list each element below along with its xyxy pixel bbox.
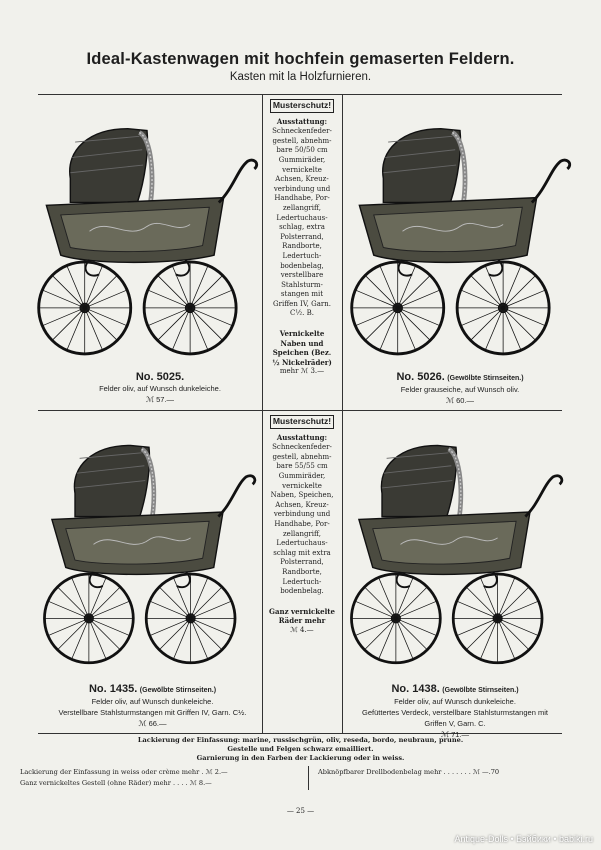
product-5025: No. 5025. Felder oliv, auf Wunsch dunkel…	[60, 372, 260, 405]
equipment-line: zellangriff,	[282, 203, 321, 212]
option-note-line: Räder mehr	[278, 616, 326, 626]
product-number: No. 5026.	[396, 371, 445, 383]
equipment-line: Naben, Speichen,	[270, 491, 334, 500]
product-price: ℳ 57.—	[145, 395, 175, 404]
equipment-line: Gummiräder,	[278, 155, 326, 164]
equipment-line: bodenbelag,	[280, 261, 324, 270]
equipment-line: Gummiräder,	[278, 471, 326, 480]
option-note-line: Naben und	[280, 338, 324, 348]
equipment-line: Griffen IV, Garn.	[273, 299, 331, 308]
product-description: Griffen V, Garn. C.	[424, 719, 486, 728]
option-note-line: Speichen (Bez.	[272, 348, 332, 358]
equipment-line: gestell, abnehm-	[272, 452, 332, 461]
equipment-line: Handhabe, Por-	[274, 194, 330, 203]
extras-right: Abknöpfbarer Drellbodenbelag mehr . . . …	[318, 767, 583, 778]
equipment-line: Handhabe, Por-	[274, 519, 330, 528]
extra-option: Ganz vernickeltes Gestell (ohne Räder) m…	[20, 779, 212, 787]
option-note-line: Vernickelte	[279, 329, 325, 339]
equipment-line: Randborte,	[282, 567, 322, 576]
pram-illustration-5025	[32, 102, 262, 370]
extras-left: Lackierung der Einfassung in weiss oder …	[20, 767, 300, 789]
musterschutz-heading: Musterschutz!	[269, 99, 335, 113]
equipment-line: Achsen, Kreuz-	[275, 500, 329, 509]
equipment-line: verbindung und	[273, 184, 331, 193]
spec-column-top: Musterschutz! Ausstattung:Schneckenfeder-…	[263, 99, 341, 377]
column-rule-left	[262, 94, 263, 733]
product-1438: No. 1438. (Gewölbte Stirnseiten.) Felder…	[345, 684, 565, 740]
equipment-line: zellangriff,	[282, 529, 321, 538]
page-number: — 25 —	[286, 807, 315, 815]
product-1435: No. 1435. (Gewölbte Stirnseiten.) Felder…	[45, 684, 260, 729]
pram-illustration-1435	[38, 418, 260, 680]
product-number: No. 1435.	[88, 683, 138, 695]
equipment-line: Ledertuchaus-	[276, 213, 328, 222]
equipment-line: vernickelte	[282, 165, 322, 174]
musterschutz-heading: Musterschutz!	[269, 415, 335, 429]
column-rule-right	[342, 94, 343, 733]
product-price: ℳ 71.—	[440, 730, 470, 739]
extra-option: Lackierung der Einfassung in weiss oder …	[20, 768, 228, 776]
product-description: Verstellbare Stahlsturmstangen mit Griff…	[58, 708, 247, 717]
equipment-line: verstellbare	[280, 271, 324, 280]
product-description: Felder oliv, auf Wunsch dunkeleiche.	[99, 384, 221, 393]
equipment-line: Polsterrand,	[280, 558, 324, 567]
equipment-heading: Ausstattung:	[276, 116, 328, 126]
option-note-price: ℳ 4.—	[290, 625, 314, 634]
equipment-line: verbindung und	[273, 510, 331, 519]
extra-option: Abknöpfbarer Drellbodenbelag mehr . . . …	[318, 768, 500, 776]
middle-rule	[38, 410, 562, 411]
equipment-line: C½. B.	[290, 309, 314, 318]
product-description: Felder oliv, auf Wunsch dunkeleiche.	[91, 697, 214, 706]
equipment-line: Ledertuch-	[282, 577, 322, 586]
product-feature: (Gewölbte Stirnseiten.)	[139, 687, 217, 694]
product-price: ℳ 60.—	[445, 396, 475, 405]
pram-illustration-5026	[345, 102, 575, 370]
top-rule	[38, 94, 562, 95]
product-number: No. 5025.	[135, 371, 185, 383]
watermark: Antique-Dolls • Бэйбики • babiki.ru	[454, 834, 593, 844]
option-note-line: ½ Nickelräder)	[272, 357, 332, 367]
equipment-line: schlag mit extra	[273, 548, 331, 557]
product-5026: No. 5026. (Gewölbte Stirnseiten.) Felder…	[350, 372, 570, 406]
equipment-line: bodenbelag.	[280, 587, 324, 596]
option-note-price: mehr ℳ 3.—	[279, 367, 325, 376]
product-description: Felder oliv, auf Wunsch dunkeleiche.	[394, 697, 516, 706]
equipment-line: Achsen, Kreuz-	[275, 175, 329, 184]
bottom-rule	[38, 733, 562, 734]
equipment-line: vernickelte	[282, 481, 322, 490]
product-price: ℳ 66.—	[138, 719, 167, 728]
equipment-line: schlag, extra	[279, 223, 325, 232]
lacquer-colors: Lackierung der Einfassung: marine, russi…	[137, 736, 464, 744]
spec-column-bottom: Musterschutz! Ausstattung:Schneckenfeder-…	[263, 415, 341, 635]
product-description: Gefüttertes Verdeck, verstellbare Stahls…	[362, 708, 548, 717]
equipment-line: stangen mit	[280, 290, 324, 299]
trim-note: Garnierung in den Farben der Lackierung …	[196, 754, 405, 762]
frame-finish: Gestelle und Felgen schwarz emailliert.	[227, 745, 374, 753]
option-note-line: Ganz vernickelte	[269, 606, 335, 616]
lacquer-notes: Lackierung der Einfassung: marine, russi…	[20, 736, 581, 763]
product-feature: (Gewölbte Stirnseiten.)	[442, 687, 519, 694]
equipment-line: Schneckenfeder-	[272, 127, 332, 136]
equipment-line: Ledertuchaus-	[276, 539, 328, 548]
page-subtitle: Kasten mit la Holzfurnieren.	[229, 71, 372, 83]
product-description: Felder grauseiche, auf Wunsch oliv.	[400, 385, 520, 394]
equipment-line: Stahlsturm-	[281, 280, 323, 289]
equipment-line: gestell, abnehm-	[272, 136, 332, 145]
extras-divider	[308, 766, 309, 790]
equipment-line: bare 55/55 cm	[276, 462, 328, 471]
pram-illustration-1438	[345, 418, 567, 680]
equipment-line: Ledertuch-	[282, 251, 322, 260]
equipment-line: bare 50/50 cm	[276, 146, 328, 155]
product-number: No. 1438.	[391, 683, 440, 695]
equipment-line: Schneckenfeder-	[272, 443, 332, 452]
equipment-line: Polsterrand,	[280, 232, 324, 241]
product-feature: (Gewölbte Stirnseiten.)	[447, 375, 524, 382]
equipment-heading: Ausstattung:	[276, 432, 328, 442]
equipment-line: Randborte,	[282, 242, 322, 251]
page-title: Ideal-Kastenwagen mit hochfein gemaserte…	[86, 50, 515, 68]
